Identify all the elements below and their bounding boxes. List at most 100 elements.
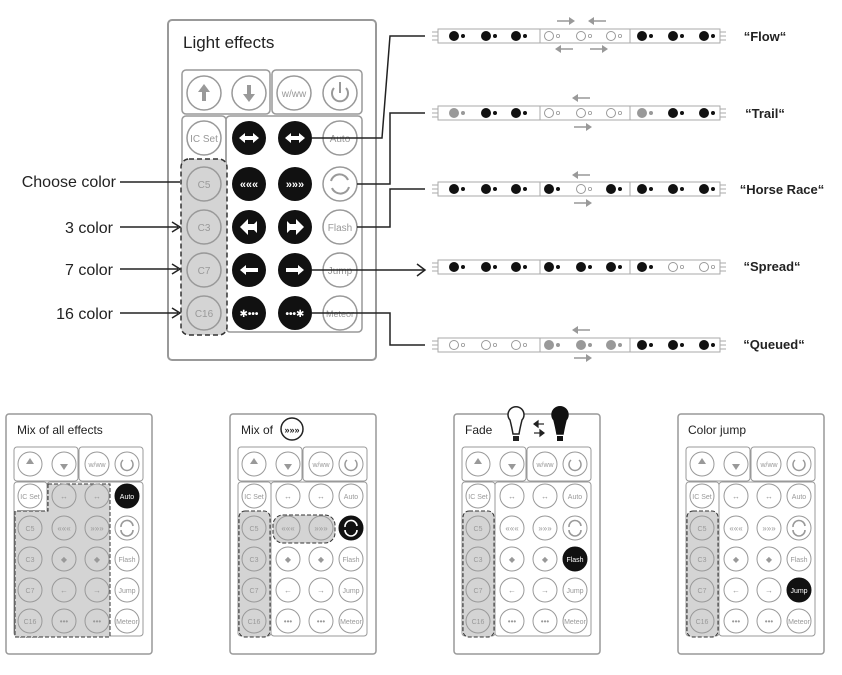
effect-button[interactable] — [275, 608, 301, 634]
effect-button[interactable] — [308, 577, 334, 603]
loop-button[interactable] — [786, 515, 812, 541]
effect-button[interactable] — [275, 577, 301, 603]
wwww-button[interactable] — [84, 451, 110, 477]
power-button[interactable] — [562, 451, 588, 477]
color-button[interactable] — [689, 546, 715, 572]
wwww-button[interactable] — [756, 451, 782, 477]
color-button[interactable] — [241, 546, 267, 572]
effect-button[interactable] — [532, 577, 558, 603]
effect-button[interactable] — [51, 577, 77, 603]
loop-button[interactable] — [114, 515, 140, 541]
auto-button[interactable] — [786, 483, 812, 509]
effect-button[interactable] — [499, 483, 525, 509]
effect-button[interactable] — [499, 577, 525, 603]
effect-button[interactable] — [723, 515, 749, 541]
effect-button[interactable] — [499, 515, 525, 541]
effect-button[interactable] — [499, 608, 525, 634]
color-button[interactable] — [689, 608, 715, 634]
effect-button[interactable] — [756, 515, 782, 541]
color-button-c16[interactable] — [186, 295, 222, 331]
jump-button[interactable] — [562, 577, 588, 603]
effect-button[interactable] — [308, 483, 334, 509]
icset-button[interactable] — [241, 483, 267, 509]
auto-button[interactable] — [114, 483, 140, 509]
effect-button[interactable] — [756, 546, 782, 572]
color-button-c5[interactable] — [186, 166, 222, 202]
effect-button[interactable] — [51, 546, 77, 572]
icset-button[interactable] — [689, 483, 715, 509]
flash-button[interactable] — [562, 546, 588, 572]
wwww-button[interactable] — [308, 451, 334, 477]
effect-button[interactable] — [532, 515, 558, 541]
wwww-button[interactable] — [532, 451, 558, 477]
effect-button[interactable] — [84, 483, 110, 509]
loop-button[interactable] — [338, 515, 364, 541]
effect-button[interactable] — [51, 608, 77, 634]
color-button[interactable] — [241, 577, 267, 603]
color-button[interactable] — [17, 515, 43, 541]
wwww-button[interactable] — [276, 75, 312, 111]
effect-button[interactable] — [532, 546, 558, 572]
jump-button[interactable] — [114, 577, 140, 603]
effect-button[interactable] — [756, 577, 782, 603]
effect-button[interactable] — [84, 608, 110, 634]
auto-button[interactable] — [562, 483, 588, 509]
effect-button[interactable] — [275, 546, 301, 572]
effect-button[interactable] — [532, 608, 558, 634]
trail-right-button[interactable] — [278, 167, 312, 201]
effect-button[interactable] — [499, 546, 525, 572]
icset-button[interactable] — [186, 120, 222, 156]
effect-button[interactable] — [723, 483, 749, 509]
effect-button[interactable] — [51, 483, 77, 509]
color-button[interactable] — [689, 577, 715, 603]
auto-button[interactable] — [338, 483, 364, 509]
meteor-button[interactable] — [562, 608, 588, 634]
color-button[interactable] — [17, 608, 43, 634]
icset-button[interactable] — [17, 483, 43, 509]
loop-button[interactable] — [562, 515, 588, 541]
effect-button[interactable] — [51, 515, 77, 541]
jump-button[interactable] — [338, 577, 364, 603]
trail-effect-icon — [280, 417, 304, 441]
effect-button[interactable] — [275, 483, 301, 509]
icset-button[interactable] — [465, 483, 491, 509]
meteor-button[interactable] — [786, 608, 812, 634]
color-button[interactable] — [17, 577, 43, 603]
flash-button[interactable] — [338, 546, 364, 572]
power-button[interactable] — [786, 451, 812, 477]
effect-button[interactable] — [532, 483, 558, 509]
effect-button[interactable] — [84, 515, 110, 541]
power-button[interactable] — [338, 451, 364, 477]
effect-button[interactable] — [84, 577, 110, 603]
queued-left-button[interactable] — [232, 296, 266, 330]
color-button[interactable] — [241, 608, 267, 634]
effect-button[interactable] — [756, 608, 782, 634]
effect-button[interactable] — [723, 608, 749, 634]
color-button-c3[interactable] — [186, 209, 222, 245]
color-button[interactable] — [465, 577, 491, 603]
color-button[interactable] — [17, 546, 43, 572]
effect-button[interactable] — [756, 483, 782, 509]
flash-button[interactable] — [114, 546, 140, 572]
effect-button[interactable] — [723, 546, 749, 572]
color-button[interactable] — [465, 515, 491, 541]
meteor-button[interactable] — [114, 608, 140, 634]
color-button-c7[interactable] — [186, 252, 222, 288]
effect-button[interactable] — [308, 546, 334, 572]
effect-button[interactable] — [275, 515, 301, 541]
queued-right-button[interactable] — [278, 296, 312, 330]
power-button[interactable] — [114, 451, 140, 477]
loop-button[interactable] — [322, 166, 358, 202]
effect-button[interactable] — [308, 608, 334, 634]
effect-button[interactable] — [308, 515, 334, 541]
color-button[interactable] — [465, 546, 491, 572]
trail-left-button[interactable] — [232, 167, 266, 201]
effect-button[interactable] — [723, 577, 749, 603]
flash-button[interactable] — [786, 546, 812, 572]
color-button[interactable] — [241, 515, 267, 541]
jump-button[interactable] — [786, 577, 812, 603]
color-button[interactable] — [465, 608, 491, 634]
meteor-button[interactable] — [338, 608, 364, 634]
color-button[interactable] — [689, 515, 715, 541]
effect-button[interactable] — [84, 546, 110, 572]
